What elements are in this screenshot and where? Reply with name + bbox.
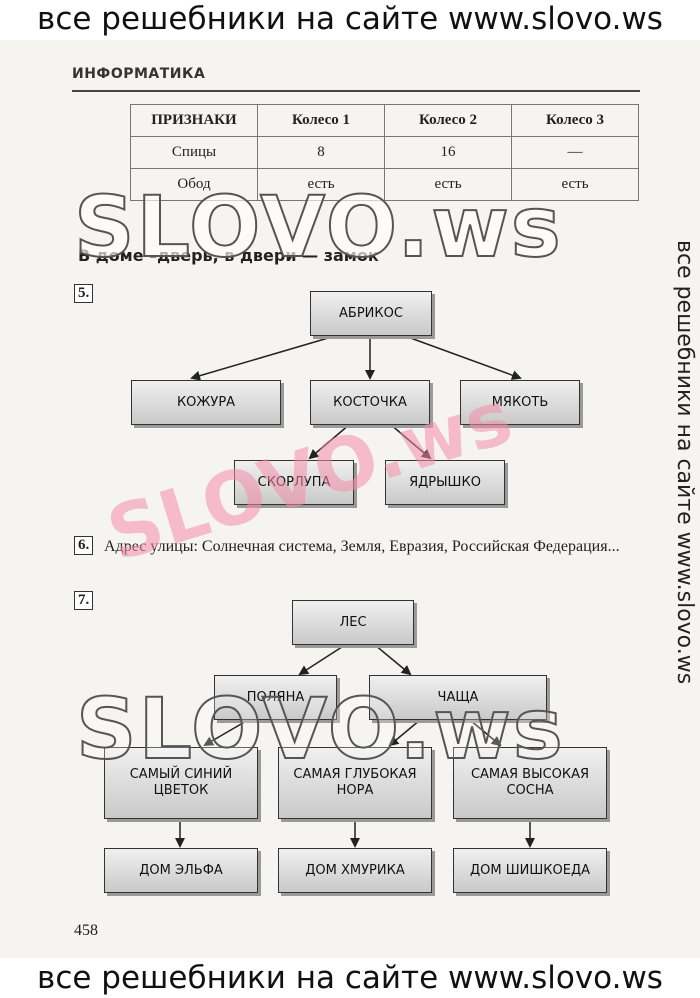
node-shell: СКОРЛУПА bbox=[234, 460, 354, 505]
features-table: ПРИЗНАКИ Колесо 1 Колесо 2 Колесо 3 Спиц… bbox=[130, 104, 639, 201]
table-cell: есть bbox=[384, 168, 512, 201]
node-elf-house: ДОМ ЭЛЬФА bbox=[104, 848, 258, 893]
task6-answer-text: Адрес улицы: Солнечная система, Земля, Е… bbox=[104, 538, 620, 555]
node-hmurik-house: ДОМ ХМУРИКА bbox=[278, 848, 432, 893]
node-blue-flower: САМЫЙ СИНИЙ ЦВЕТОК bbox=[104, 747, 258, 819]
table-row: Обод есть есть есть bbox=[130, 168, 639, 201]
table-cell: Спицы bbox=[130, 136, 258, 169]
big-watermark-2: SLOVO.ws bbox=[75, 679, 565, 779]
node-kernel: ЯДРЫШКО bbox=[385, 460, 505, 505]
task-number-5: 5. bbox=[74, 284, 94, 303]
page-number: 458 bbox=[74, 922, 98, 939]
arrow-thicket-pine bbox=[469, 719, 502, 747]
section-title-house: В доме –дверь, в двери — замок bbox=[78, 246, 379, 265]
task-number-6: 6. bbox=[74, 536, 94, 555]
task-number-7: 7. bbox=[74, 591, 94, 610]
side-watermark: все решебники на сайте www.slovo.ws bbox=[672, 240, 697, 685]
table-header-cell: Колесо 3 bbox=[511, 104, 639, 137]
arrow-glade-flower bbox=[203, 719, 249, 747]
node-deep-burrow: САМАЯ ГЛУБОКАЯ НОРА bbox=[278, 747, 432, 819]
node-pulp: МЯКОТЬ bbox=[460, 380, 580, 425]
table-cell: Обод bbox=[130, 168, 258, 201]
node-forest: ЛЕС bbox=[292, 600, 414, 645]
bottom-watermark-banner: все решебники на сайте www.slovo.ws bbox=[0, 958, 700, 998]
arrow-apricot-skin bbox=[190, 335, 336, 381]
node-shishkoed-house: ДОМ ШИШКОЕДА bbox=[453, 848, 607, 893]
node-stone: КОСТОЧКА bbox=[310, 380, 430, 425]
header-rule bbox=[72, 90, 640, 92]
node-apricot: АБРИКОС bbox=[310, 291, 432, 336]
big-watermark-1: SLOVO.ws bbox=[73, 177, 563, 277]
table-header-cell: ПРИЗНАКИ bbox=[130, 104, 258, 137]
table-cell: 16 bbox=[384, 136, 512, 169]
node-glade: ПОЛЯНА bbox=[214, 675, 337, 720]
arrow-apricot-pulp bbox=[404, 335, 522, 380]
page-header-subject: ИНФОРМАТИКА bbox=[72, 66, 206, 82]
arrow-stone-shell bbox=[308, 423, 351, 460]
table-cell: есть bbox=[511, 168, 639, 201]
arrow-forest-thicket bbox=[374, 644, 412, 676]
arrow-thicket-burrow bbox=[388, 719, 421, 747]
node-skin: КОЖУРА bbox=[131, 380, 281, 425]
node-thicket: ЧАЩА bbox=[369, 675, 547, 720]
node-tall-pine: САМАЯ ВЫСОКАЯ СОСНА bbox=[453, 747, 607, 819]
arrow-stone-kernel bbox=[389, 423, 432, 460]
table-header-row: ПРИЗНАКИ Колесо 1 Колесо 2 Колесо 3 bbox=[130, 104, 639, 137]
top-watermark-banner: все решебники на сайте www.slovo.ws bbox=[0, 0, 700, 40]
arrow-forest-glade bbox=[298, 644, 346, 676]
table-header-cell: Колесо 2 bbox=[384, 104, 512, 137]
